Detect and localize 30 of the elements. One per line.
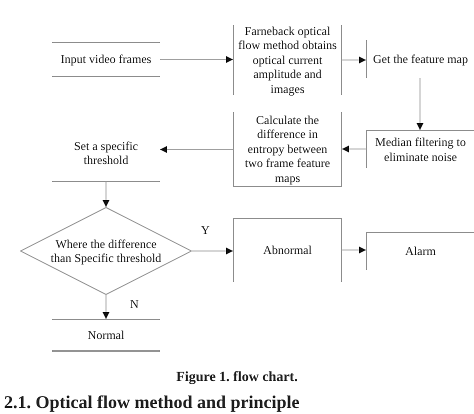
decision-diamond <box>20 207 192 295</box>
arrow <box>102 182 110 208</box>
process-box <box>52 42 160 77</box>
node-text: Abnormal <box>262 243 313 258</box>
node-text: Set a specific threshold <box>73 138 139 168</box>
node-text: Get the feature map <box>372 52 469 66</box>
arrow <box>160 56 234 63</box>
arrow <box>342 246 366 254</box>
node-text: Normal <box>86 328 126 342</box>
process-box <box>52 319 160 352</box>
figure-caption: Figure 1. flow chart. <box>175 370 299 386</box>
edge-label: Y <box>200 224 211 237</box>
edge-label: N <box>129 298 140 311</box>
arrow <box>342 56 366 64</box>
process-box <box>366 130 474 168</box>
process-box <box>233 218 342 282</box>
process-box <box>233 112 342 187</box>
process-box <box>366 232 474 270</box>
node-text: Farneback optical flow method obtains optical current amplitude and images <box>237 24 338 96</box>
node-text: Calculate the difference in entropy between two frame feature maps <box>244 112 332 186</box>
node-text: Median filtering to eliminate noise <box>374 135 467 164</box>
arrow <box>342 146 366 152</box>
arrow <box>192 248 234 254</box>
node-text: Where the difference than Specific threshold <box>50 236 162 266</box>
arrow <box>102 294 110 320</box>
section-heading: 2.1. Optical flow method and principle <box>4 392 301 413</box>
arrow <box>160 146 234 153</box>
node-text: Alarm <box>404 244 437 259</box>
node-text: Input video frames <box>60 52 152 67</box>
arrow <box>416 78 424 130</box>
